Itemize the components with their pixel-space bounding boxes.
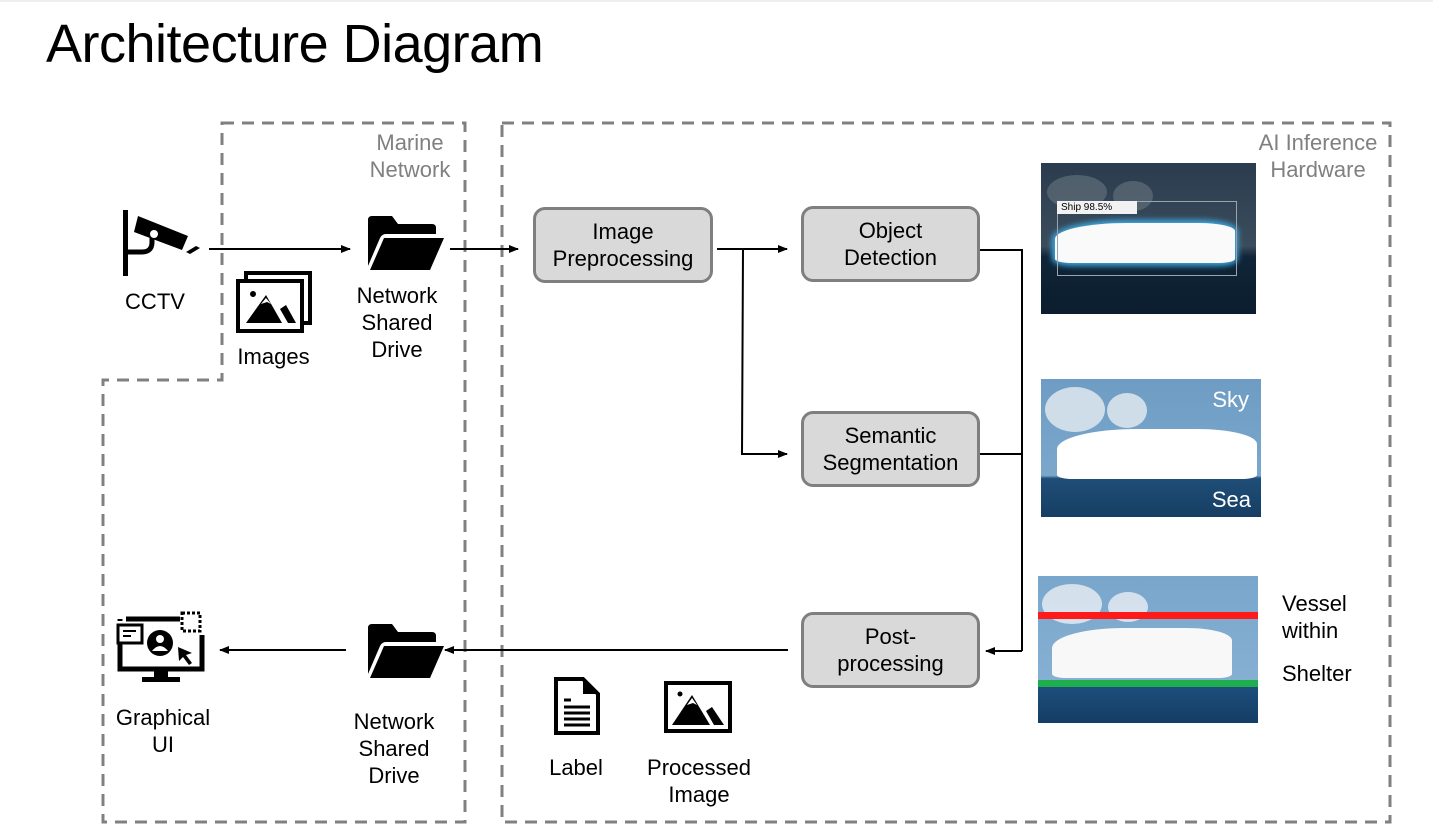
marine-network-zone — [101, 121, 467, 824]
cctv-camera-icon — [123, 210, 200, 276]
ship-mask — [1057, 429, 1257, 479]
images-icon — [236, 271, 312, 333]
image-preprocessing-node[interactable]: Image Preprocessing — [533, 207, 713, 283]
lower-limit-line — [1038, 680, 1258, 687]
nsd-in-label: Network Shared Drive — [356, 283, 438, 362]
ai-hardware-label: AI Inference Hardware — [1258, 130, 1378, 182]
top-border — [0, 0, 1433, 2]
shelter-line-1: Vessel — [1282, 591, 1347, 616]
graphical-ui-monitor-icon[interactable] — [116, 611, 206, 686]
nsd-out-label: Network Shared Drive — [353, 709, 435, 788]
detection-tag: Ship 98.5% — [1057, 201, 1137, 214]
upper-limit-line — [1038, 612, 1258, 619]
images-label: Images — [237, 344, 310, 369]
shelter-line-3: Shelter — [1282, 661, 1352, 686]
folder-open-icon[interactable] — [366, 622, 446, 682]
semantic-segmentation-node[interactable]: Semantic Segmentation — [801, 411, 980, 487]
page-title: Architecture Diagram — [46, 14, 544, 74]
marine-network-label: Marine Network — [369, 130, 451, 182]
shelter-line-2: within — [1282, 618, 1339, 643]
cloud — [1107, 393, 1147, 428]
object-detection-node[interactable]: Object Detection — [801, 206, 980, 282]
cloud — [1045, 387, 1105, 432]
connector-detection-out — [979, 249, 1023, 651]
gui-label: Graphical UI — [115, 705, 211, 757]
detected-ship — [1055, 223, 1235, 263]
document-icon — [554, 677, 600, 735]
folder-open-icon[interactable] — [366, 214, 446, 274]
bounding-box — [1057, 201, 1237, 276]
processed-image-label: Processed Image — [647, 755, 751, 807]
image-icon — [664, 681, 732, 733]
sea-label: Sea — [1211, 487, 1251, 512]
object-detection-output-image: Ship 98.5% — [1041, 163, 1256, 314]
arrow-preprocessing-to-segmentation — [740, 248, 788, 458]
postprocessing-node[interactable]: Post- processing — [801, 612, 980, 688]
segmentation-output-image: Sky Sea — [1041, 379, 1261, 517]
ai-hardware-zone — [500, 121, 1392, 824]
label-output-label: Label — [549, 755, 603, 780]
shelter-output-image — [1038, 576, 1258, 723]
ship — [1052, 628, 1232, 678]
cctv-label: CCTV — [125, 289, 185, 314]
sky-label: Sky — [1212, 387, 1249, 412]
